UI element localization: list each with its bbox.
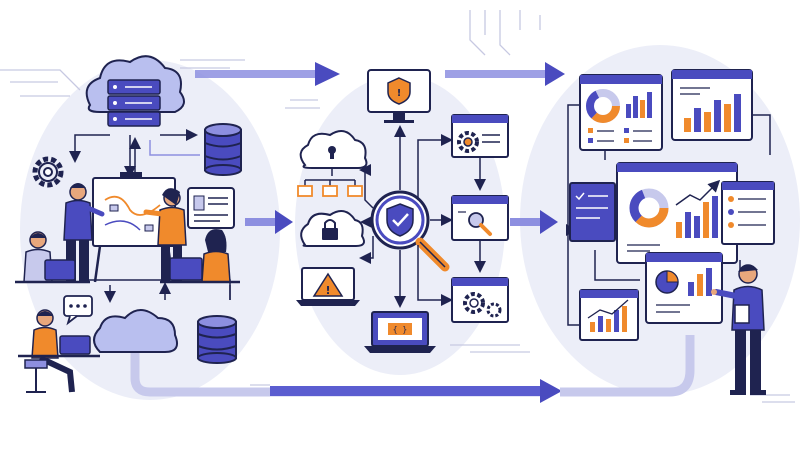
svg-text:!: ! xyxy=(397,88,402,99)
cloud-server-icon xyxy=(85,55,185,127)
svg-text:{ }: { } xyxy=(393,325,407,334)
circuit-lines xyxy=(0,10,795,403)
svg-text:!: ! xyxy=(325,284,330,297)
warning-laptop-icon: ! xyxy=(296,267,360,306)
database-icon-bottom xyxy=(197,315,237,364)
cloud-lock-icon xyxy=(297,130,368,197)
magnifier-shield-icon xyxy=(370,190,450,272)
list-window-icon xyxy=(721,181,775,245)
search-window-icon xyxy=(451,195,509,241)
bar-chart-icon xyxy=(671,69,753,141)
gear-window-icon xyxy=(451,114,509,158)
checklist-icon xyxy=(569,182,616,242)
cloud-icon xyxy=(93,309,178,353)
section-security-processing: ! ! xyxy=(296,69,509,353)
code-laptop-icon: { } xyxy=(364,311,436,353)
line-chart-icon xyxy=(579,289,639,341)
chat-bubble-icon xyxy=(63,295,93,326)
dashboard-main-window xyxy=(616,162,738,264)
gear-icon xyxy=(32,156,64,188)
section-analytics-dashboards xyxy=(566,69,775,395)
cloud-padlock-icon xyxy=(300,210,365,247)
section-team-and-data-sources xyxy=(15,55,242,393)
person-seated-laptop-left xyxy=(15,231,90,284)
hub-arrows xyxy=(359,125,486,308)
monitor-alert-icon: ! xyxy=(367,69,431,123)
donut-chart-icon xyxy=(579,74,663,151)
document-icon xyxy=(187,187,235,229)
pie-chart-icon xyxy=(645,252,723,324)
flow-arrows xyxy=(130,62,695,403)
presenter-icon xyxy=(711,264,766,395)
person-at-desk xyxy=(18,309,100,393)
person-seated-laptop-right xyxy=(160,229,240,284)
database-icon xyxy=(204,123,242,176)
gear-window-icon-2 xyxy=(451,277,509,323)
